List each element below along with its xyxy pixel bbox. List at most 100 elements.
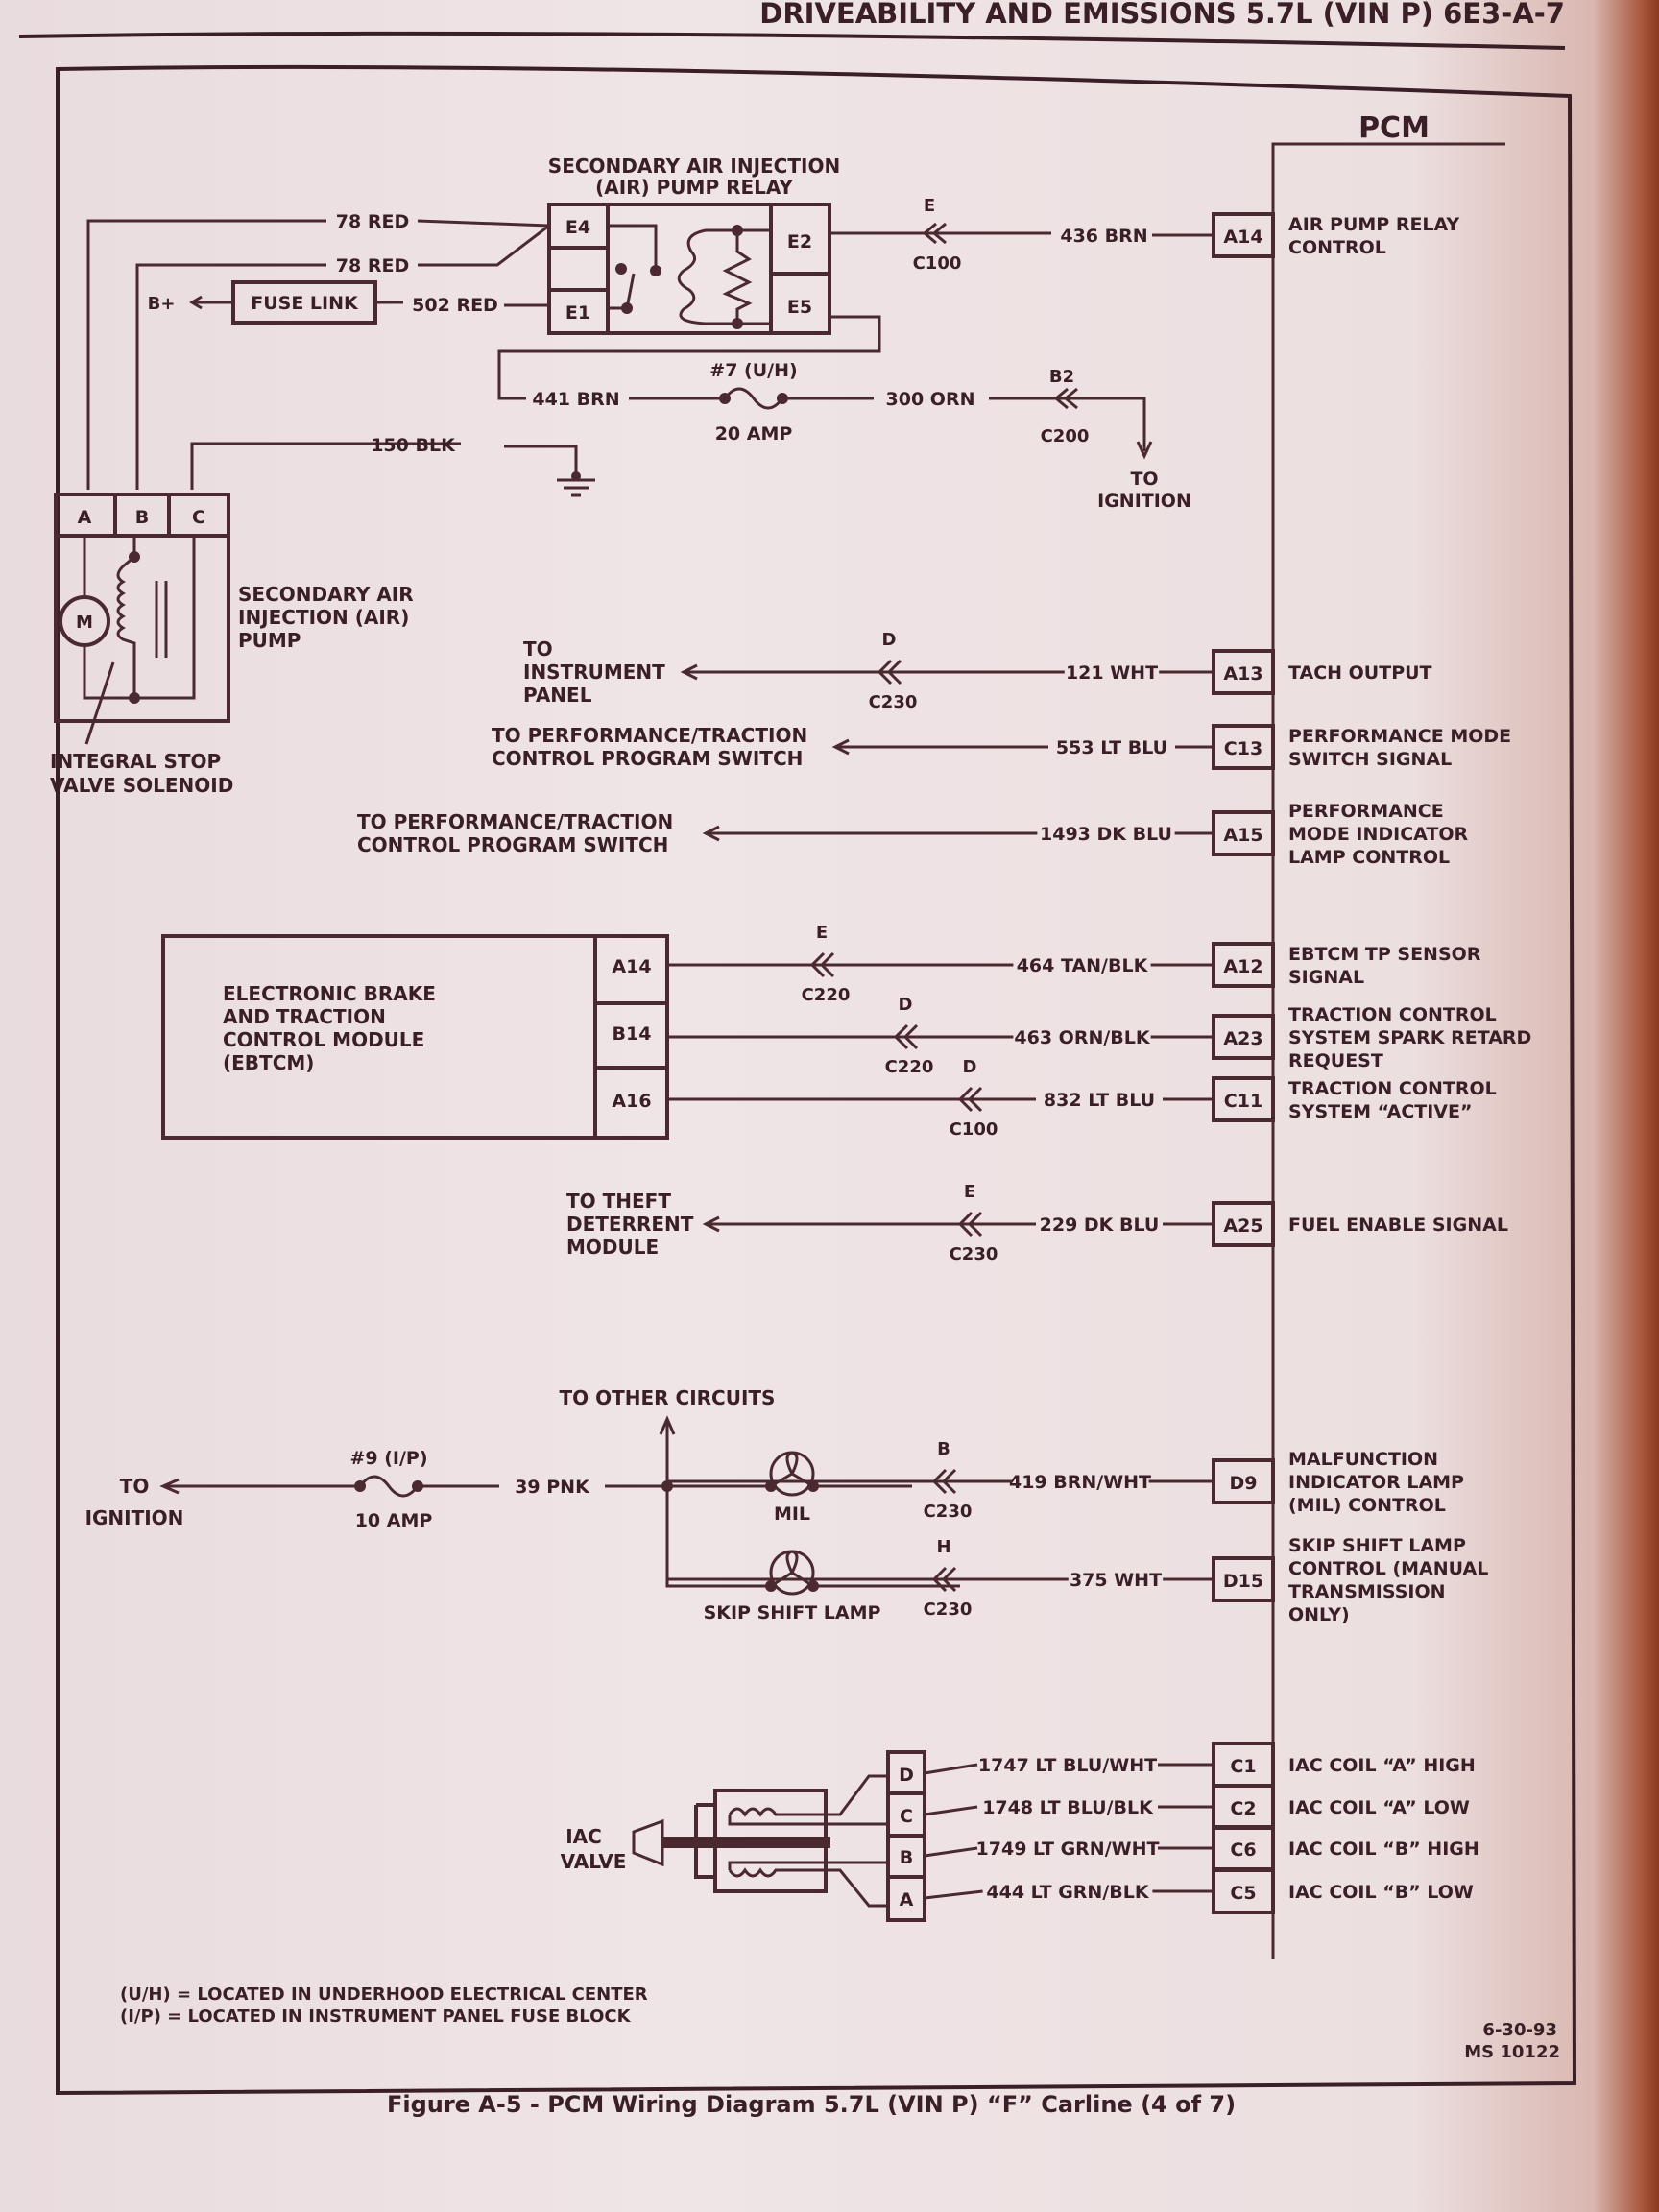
wire-segment — [924, 1889, 983, 1900]
connector-cavity: D — [882, 630, 897, 650]
pcm-pin-c2: C2 — [1230, 1798, 1256, 1819]
destination-label: TO THEFT — [566, 1190, 671, 1213]
wire-label: 444 LT GRN/BLK — [986, 1882, 1149, 1903]
lamp-ignition-label: IGNITION — [85, 1506, 184, 1529]
wire-label: 553 LT BLU — [1056, 737, 1167, 758]
destination-label: INSTRUMENT — [523, 661, 665, 684]
arrow-icon — [702, 825, 720, 842]
wire-label-78-red-b: 78 RED — [336, 255, 409, 276]
pump-pin-b: B — [135, 507, 149, 528]
arrow-icon — [680, 663, 698, 681]
footer-ms: MS 10122 — [1464, 2042, 1560, 2062]
wire-label: 832 LT BLU — [1044, 1090, 1155, 1111]
pcm-pin-desc: TRACTION CONTROL — [1288, 1078, 1497, 1099]
connector-cavity: H — [936, 1537, 950, 1557]
pcm-pin-desc: AIR PUMP RELAY — [1288, 214, 1459, 235]
lamp-to-label: TO — [120, 1475, 150, 1498]
pcm-pin-desc: ONLY) — [1288, 1604, 1350, 1625]
pcm-pin-desc: PERFORMANCE — [1288, 801, 1444, 822]
iac-pin-d: D — [899, 1765, 914, 1786]
footer-date: 6-30-93 — [1482, 2020, 1557, 2040]
a14-cav: E — [924, 196, 935, 216]
pcm-pin-a25: A25 — [1223, 1215, 1262, 1237]
wire-segment — [924, 1763, 978, 1775]
relay-title-1: SECONDARY AIR INJECTION — [548, 155, 840, 178]
pcm-pin-c5: C5 — [1230, 1883, 1256, 1904]
ground-icon — [557, 478, 595, 497]
connector-cavity: E — [964, 1182, 975, 1202]
figure-caption: Figure A-5 - PCM Wiring Diagram 5.7L (VI… — [387, 2091, 1236, 2118]
air-pump-relay — [547, 203, 831, 335]
pcm-pin-desc: (MIL) CONTROL — [1288, 1495, 1446, 1516]
pcm-pin-desc: SKIP SHIFT LAMP — [1288, 1535, 1466, 1556]
destination-label: MODULE — [566, 1236, 659, 1259]
wire-segment — [924, 1805, 978, 1816]
solenoid-label-2: VALVE SOLENOID — [50, 774, 233, 797]
b2-label: B2 — [1049, 367, 1074, 387]
wire-label-300-orn: 300 ORN — [886, 389, 975, 410]
connector-label: C220 — [885, 1057, 934, 1077]
iac-pin-a: A — [900, 1889, 914, 1911]
pcm-pin-c6: C6 — [1230, 1839, 1256, 1861]
iac-label-1: IAC — [565, 1825, 602, 1848]
destination-label: PANEL — [523, 684, 592, 707]
destination-label: TO — [523, 637, 553, 661]
pcm-pin-c1: C1 — [1230, 1756, 1256, 1777]
destination-label: DETERRENT — [566, 1213, 694, 1236]
header-rule — [18, 31, 1566, 50]
pcm-label: PCM — [1358, 111, 1430, 145]
connector-cavity: E — [816, 923, 828, 943]
pcm-pin-a14: A14 — [1223, 227, 1262, 248]
connector-icon — [809, 951, 835, 978]
connector-label: C220 — [802, 985, 851, 1005]
wire-label: 229 DK BLU — [1040, 1214, 1160, 1236]
pcm-pin-desc: LAMP CONTROL — [1288, 847, 1450, 868]
wire-label: 121 WHT — [1066, 662, 1158, 684]
wire-label: 419 BRN/WHT — [1009, 1472, 1151, 1493]
iac-pin-b: B — [900, 1847, 913, 1868]
pcm-pin-desc: SYSTEM SPARK RETARD — [1288, 1027, 1531, 1048]
pcm-pin-desc: SYSTEM “ACTIVE” — [1288, 1101, 1472, 1122]
arrow-icon — [189, 295, 233, 310]
fuse-9-amp: 10 AMP — [355, 1510, 433, 1531]
solenoid-label-1: INTEGRAL STOP — [50, 750, 221, 773]
arrow-icon — [831, 738, 850, 756]
pcm-pin-desc: TRACTION CONTROL — [1288, 1004, 1497, 1025]
bplus-label: B+ — [148, 294, 176, 314]
pump-label-2: INJECTION (AIR) — [238, 606, 409, 629]
a14-conn: C100 — [913, 253, 962, 274]
mil-label: MIL — [774, 1503, 810, 1525]
motor-icon: M — [76, 613, 93, 633]
connector-label: C230 — [924, 1502, 973, 1522]
wire-label-502-red: 502 RED — [412, 295, 498, 316]
pcm-pin-desc: TRANSMISSION — [1288, 1581, 1446, 1602]
wire-label-78-red-a: 78 RED — [336, 211, 409, 232]
pcm-pin-desc: MODE INDICATOR — [1288, 824, 1469, 845]
pcm-pin-desc: IAC COIL “B” LOW — [1288, 1882, 1474, 1903]
skip-shift-lamp-icon — [765, 1550, 819, 1596]
ebtcm-label-2: AND TRACTION — [223, 1005, 386, 1028]
pcm-pin-desc: MALFUNCTION — [1288, 1449, 1438, 1470]
connector-c200-icon — [1053, 387, 1078, 410]
ebtcm-module — [161, 934, 669, 1140]
wire-label: 375 WHT — [1070, 1570, 1162, 1591]
relay-pin-e5: E5 — [787, 297, 812, 318]
pcm-pin-desc: REQUEST — [1288, 1050, 1383, 1071]
wire-78-red-a — [86, 219, 326, 490]
other-circuits-label: TO OTHER CIRCUITS — [560, 1386, 776, 1409]
pcm-pin-a23: A23 — [1223, 1028, 1262, 1049]
wire-78-red-b — [135, 263, 326, 490]
wire-segment — [924, 1846, 978, 1858]
legend-ip: (I/P) = LOCATED IN INSTRUMENT PANEL FUSE… — [120, 2007, 632, 2027]
pcm-pin-d9: D9 — [1230, 1473, 1258, 1494]
wire-label: 1747 LT BLU/WHT — [978, 1755, 1157, 1776]
ebtcm-label-3: CONTROL MODULE — [223, 1028, 424, 1051]
relay-pin-e1: E1 — [565, 302, 590, 324]
connector-icon — [957, 1211, 983, 1238]
iac-valve — [632, 1750, 926, 1922]
wire-label-150-blk: 150 BLK — [371, 435, 456, 456]
pcm-pin-desc: IAC COIL “A” LOW — [1288, 1797, 1470, 1818]
pcm-pin-desc: CONTROL — [1288, 237, 1386, 258]
